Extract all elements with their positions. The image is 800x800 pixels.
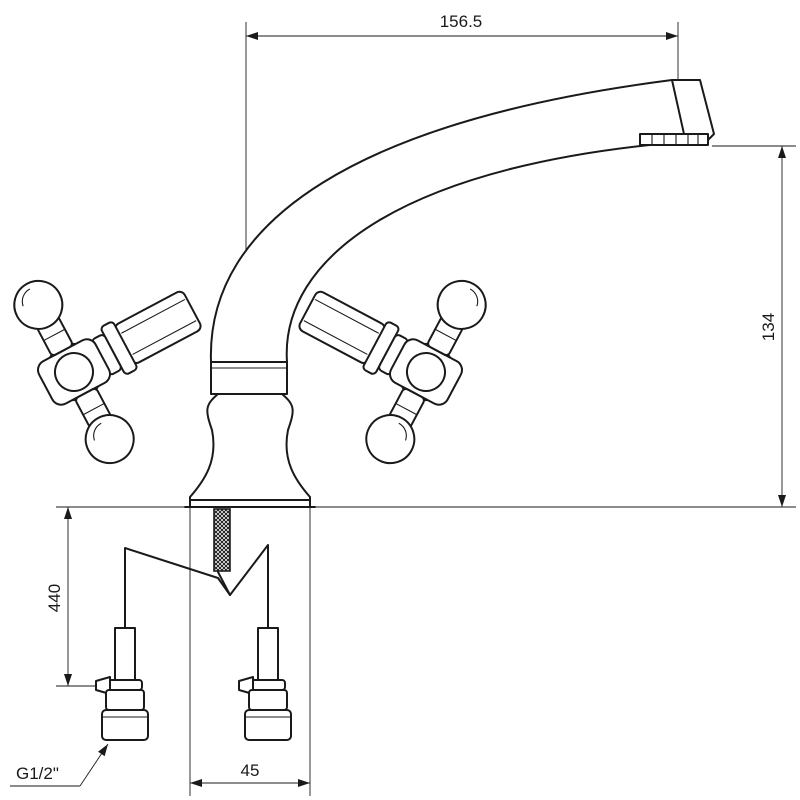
dimension-height: 134 — [310, 145, 796, 508]
spout — [209, 79, 715, 395]
hose-right — [229, 544, 269, 629]
label-reach: 156.5 — [440, 12, 483, 31]
left-handle-ball-bottom — [84, 414, 135, 465]
dimension-thread: G1/2" — [10, 743, 109, 787]
right-handle-ball-top — [436, 279, 487, 330]
left-handle-ball-top — [13, 279, 64, 330]
label-hose: 440 — [45, 584, 64, 612]
connector-right-valve — [250, 679, 286, 691]
right-handle-ball-bottom — [365, 414, 416, 465]
spout-tip-edge — [671, 79, 685, 135]
hoses — [124, 544, 269, 629]
connector-right-thread — [244, 709, 292, 741]
hose-left — [124, 547, 231, 629]
body-shell — [189, 393, 311, 508]
right-handle — [298, 279, 487, 465]
label-thread: G1/2" — [16, 764, 59, 783]
spout-collar — [210, 361, 288, 395]
connector-right-nut — [248, 689, 288, 711]
connector-right-tube — [257, 627, 279, 681]
aerator — [639, 133, 709, 146]
connector-right — [238, 627, 292, 741]
fixing-rod — [213, 508, 231, 572]
connector-left — [95, 627, 149, 741]
label-height: 134 — [759, 313, 778, 341]
dimension-base: 45 — [189, 507, 311, 796]
connector-left-nut — [105, 689, 145, 711]
connector-left-tube — [114, 627, 136, 681]
connector-left-thread — [101, 709, 149, 741]
connector-left-valve — [107, 679, 143, 691]
dimension-hose: 440 — [45, 506, 190, 687]
leader-line-thread — [79, 743, 109, 787]
left-handle — [13, 279, 202, 465]
threaded-rod — [213, 508, 231, 572]
label-base: 45 — [241, 761, 260, 780]
spout-body — [209, 79, 715, 363]
faucet-body — [184, 393, 316, 508]
